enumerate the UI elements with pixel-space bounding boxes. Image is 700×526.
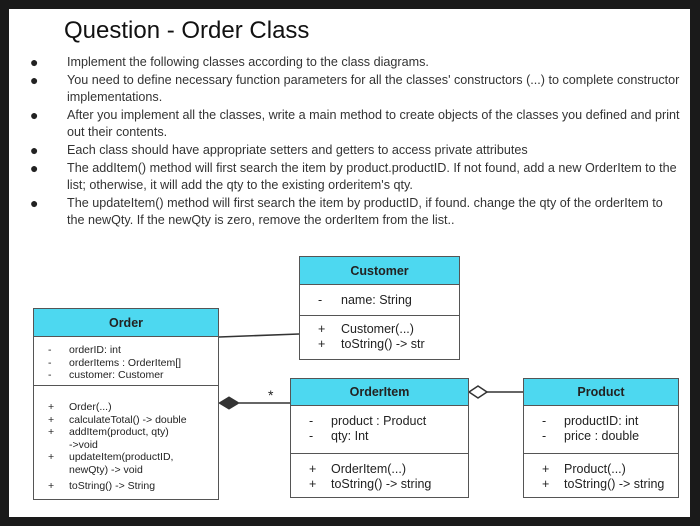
- customer-class-name: Customer: [300, 257, 459, 285]
- page-title: Question - Order Class: [64, 17, 310, 44]
- order-attribute: -orderID: int: [48, 344, 121, 356]
- multiplicity-label: *: [268, 387, 274, 403]
- product-attributes: -productID: int -price : double: [524, 406, 678, 454]
- customer-methods: +Customer(...) +toString() -> str: [300, 316, 459, 356]
- order-attributes: -orderID: int -orderItems : OrderItem[] …: [34, 337, 218, 386]
- order-method: +calculateTotal() -> double: [48, 413, 187, 426]
- instructions-list: ●Implement the following classes accordi…: [27, 54, 682, 230]
- bullet-dot: ●: [30, 194, 39, 211]
- order-method: ->void: [69, 438, 98, 451]
- order-method: +Order(...): [48, 401, 112, 413]
- product-class-name: Product: [524, 379, 678, 406]
- orderitem-class-name: OrderItem: [291, 379, 468, 406]
- order-method: +addItem(product, qty): [48, 426, 169, 438]
- customer-class-box: Customer -name: String +Customer(...) +t…: [299, 256, 460, 360]
- order-class-box: Order -orderID: int -orderItems : OrderI…: [33, 308, 219, 500]
- bullet-item: ●Implement the following classes accordi…: [30, 54, 429, 70]
- bullet-dot: ●: [30, 159, 39, 176]
- orderitem-class-box: OrderItem -product : Product -qty: Int +…: [290, 378, 469, 498]
- customer-method: +Customer(...): [318, 322, 414, 336]
- bullet-dot: ●: [30, 106, 39, 123]
- product-methods: +Product(...) +toString() -> string: [524, 454, 678, 496]
- order-method: +toString() -> String: [48, 480, 156, 492]
- order-method: newQty) -> void: [69, 463, 143, 476]
- order-customer-association: [218, 333, 300, 338]
- question-page: Question - Order Class ●Implement the fo…: [9, 9, 690, 517]
- orderitem-attribute: -qty: Int: [309, 429, 369, 443]
- orderitem-method: +OrderItem(...): [309, 462, 407, 476]
- order-class-name: Order: [34, 309, 218, 337]
- customer-method: +toString() -> str: [318, 337, 425, 351]
- aggregation-diamond: [467, 385, 489, 399]
- order-attribute: -customer: Customer: [48, 369, 164, 381]
- bullet-item: ●After you implement all the classes, wr…: [30, 106, 680, 140]
- association-lines: *: [218, 333, 523, 410]
- bullet-item: ●Each class should have appropriate sett…: [30, 141, 528, 158]
- composition-diamond: [218, 396, 240, 410]
- orderitem-methods: +OrderItem(...) +toString() -> string: [291, 454, 468, 496]
- product-attribute: -productID: int: [542, 414, 639, 428]
- bullet-item: ●You need to define necessary function p…: [30, 71, 680, 105]
- order-methods: +Order(...) +calculateTotal() -> double …: [34, 386, 218, 497]
- bullet-item: ●The updateItem() method will first sear…: [30, 194, 663, 228]
- customer-attribute: -name: String: [318, 293, 412, 307]
- product-class-box: Product -productID: int -price : double …: [523, 378, 679, 498]
- orderitem-attributes: -product : Product -qty: Int: [291, 406, 468, 454]
- orderitem-attribute: -product : Product: [309, 414, 427, 428]
- product-attribute: -price : double: [542, 429, 640, 443]
- bullet-item: ●The addItem() method will first search …: [30, 159, 677, 193]
- orderitem-method: +toString() -> string: [309, 477, 432, 491]
- bullet-dot: ●: [30, 141, 39, 158]
- product-method: +Product(...): [542, 462, 626, 476]
- product-method: +toString() -> string: [542, 477, 665, 491]
- bullet-dot: ●: [30, 54, 39, 70]
- customer-attributes: -name: String: [300, 285, 459, 316]
- order-method: +updateItem(productID,: [48, 451, 174, 463]
- bullet-dot: ●: [30, 71, 39, 88]
- order-attribute: -orderItems : OrderItem[]: [48, 356, 182, 369]
